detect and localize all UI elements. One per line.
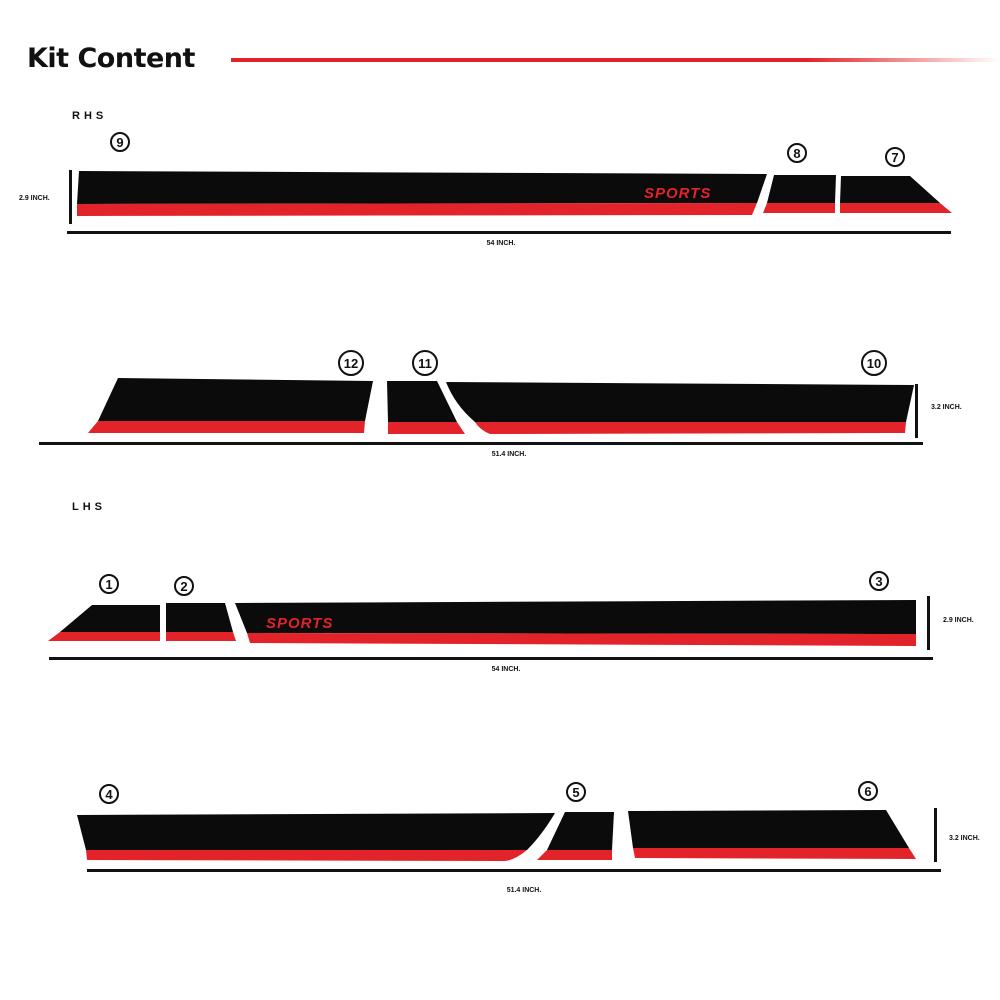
- stripe-piece-1: [48, 605, 160, 641]
- stripe-black-band: [77, 171, 767, 204]
- svg-text:7: 7: [891, 150, 898, 165]
- stripe-black-band: [235, 600, 916, 634]
- piece-number-5: 5: [566, 782, 586, 802]
- stripe-black-band: [628, 810, 909, 848]
- svg-text:10: 10: [867, 356, 881, 371]
- stripe-black-band: [98, 378, 373, 421]
- stripe-piece-8: [763, 175, 836, 213]
- piece-number-9: 9: [110, 132, 130, 152]
- stripe-black-band: [547, 812, 614, 850]
- height-dimension-bar: [934, 808, 937, 862]
- stripe-black-band: [166, 603, 233, 632]
- page-title: Kit Content: [27, 43, 196, 74]
- stripe-piece-3: SPORTS: [235, 600, 916, 646]
- dimension-height-label: 3.2 INCH.: [949, 835, 980, 842]
- stripe-piece-4: [77, 813, 555, 861]
- dimension-height-label: 3.2 INCH.: [931, 404, 962, 411]
- piece-number-12: 12: [338, 350, 364, 376]
- svg-text:5: 5: [572, 785, 579, 800]
- height-dimension-bar: [69, 170, 72, 224]
- stripe-red-band: [763, 203, 835, 213]
- height-dimension-bar: [927, 596, 930, 650]
- svg-text:8: 8: [793, 146, 800, 161]
- stripe-red-band: [166, 632, 236, 641]
- height-dimension-bar: [915, 384, 918, 438]
- stripe-red-band: [840, 203, 952, 213]
- stripe-piece-11: [387, 381, 465, 434]
- section-label-rhs: RHS: [72, 110, 107, 122]
- title-underline: [231, 58, 1000, 62]
- piece-number-7: 7: [885, 147, 905, 167]
- piece-number-8: 8: [787, 143, 807, 163]
- section-label-lhs: LHS: [72, 501, 106, 513]
- stripe-black-band: [60, 605, 160, 632]
- dimension-height-label: 2.9 INCH.: [19, 195, 50, 202]
- stripe-black-band: [840, 176, 940, 203]
- svg-text:2: 2: [180, 579, 187, 594]
- stripe-red-band: [77, 203, 757, 216]
- piece-number-11: 11: [412, 350, 438, 376]
- stripe-red-band: [475, 422, 906, 434]
- dimension-height-label: 2.9 INCH.: [943, 617, 974, 624]
- stripe-piece-6: [628, 810, 916, 859]
- stripe-black-band: [446, 382, 914, 422]
- dimension-length-label: 54 INCH.: [492, 666, 521, 673]
- piece-number-4: 4: [99, 784, 119, 804]
- svg-text:3: 3: [875, 574, 882, 589]
- stripe-red-band: [88, 421, 365, 433]
- stripe-red-band: [247, 633, 916, 646]
- piece-number-2: 2: [174, 576, 194, 596]
- stripe-piece-7: [840, 176, 952, 213]
- piece-number-10: 10: [861, 350, 887, 376]
- sports-logo: SPORTS: [644, 185, 711, 202]
- dimension-length-label: 54 INCH.: [487, 240, 516, 247]
- piece-number-6: 6: [858, 781, 878, 801]
- length-dimension-bar: [39, 442, 923, 445]
- stripe-piece-9: SPORTS: [77, 171, 767, 216]
- stripe-red-band: [388, 422, 465, 434]
- length-dimension-bar: [67, 231, 951, 234]
- stripe-red-band: [48, 632, 160, 641]
- stripe-piece-2: [166, 603, 236, 641]
- svg-text:12: 12: [344, 356, 358, 371]
- svg-text:4: 4: [105, 787, 113, 802]
- stripe-piece-5: [537, 812, 614, 860]
- piece-number-3: 3: [869, 571, 889, 591]
- stripe-black-band: [77, 813, 555, 850]
- dimension-length-label: 51.4 INCH.: [507, 887, 542, 894]
- svg-text:6: 6: [864, 784, 871, 799]
- length-dimension-bar: [87, 869, 941, 872]
- svg-text:11: 11: [418, 356, 432, 371]
- sports-logo: SPORTS: [266, 615, 333, 632]
- stripe-red-band: [86, 850, 527, 861]
- stripe-piece-10: [446, 382, 914, 434]
- stripe-piece-12: [88, 378, 373, 433]
- stripe-red-band: [537, 850, 612, 860]
- length-dimension-bar: [49, 657, 933, 660]
- svg-text:1: 1: [105, 577, 112, 592]
- stripe-black-band: [387, 381, 457, 422]
- svg-text:9: 9: [116, 135, 123, 150]
- stripe-red-band: [633, 848, 916, 859]
- piece-number-1: 1: [99, 574, 119, 594]
- dimension-length-label: 51.4 INCH.: [492, 451, 527, 458]
- stripe-black-band: [767, 175, 836, 203]
